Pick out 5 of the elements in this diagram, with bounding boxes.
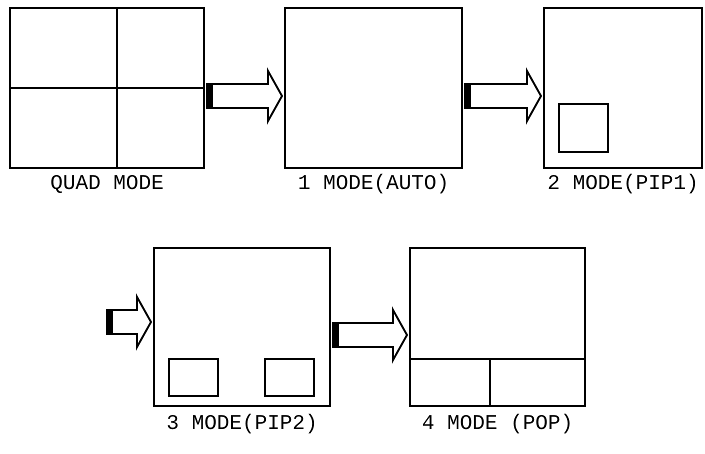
mode-caption: 1 MODE(AUTO) (298, 173, 450, 197)
mode-caption: 4 MODE (POP) (422, 413, 574, 437)
mode-caption: QUAD MODE (50, 173, 164, 197)
mode-caption: 3 MODE(PIP2) (166, 413, 318, 437)
mode-caption: 2 MODE(PIP1) (547, 173, 699, 197)
